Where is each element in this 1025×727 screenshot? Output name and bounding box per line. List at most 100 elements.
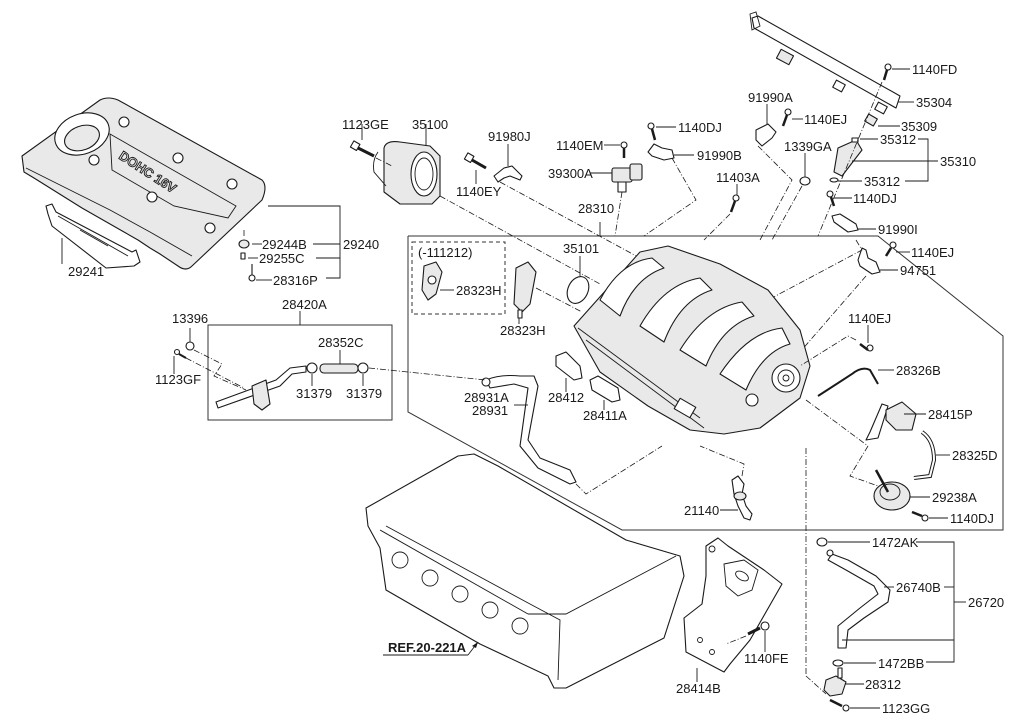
manifold-group-frame bbox=[407, 235, 1004, 531]
label-1140DJ-top: 1140DJ bbox=[678, 120, 722, 135]
bracket-91990I[interactable] bbox=[831, 213, 859, 233]
label-35312-a: 35312 bbox=[880, 132, 916, 147]
label-11403A: 11403A bbox=[716, 170, 760, 185]
label-91990B: 91990B bbox=[697, 148, 742, 163]
bolt-11403A[interactable] bbox=[729, 194, 740, 213]
engine-cover[interactable]: DOHC 16V bbox=[21, 97, 266, 270]
gasket-35101[interactable] bbox=[563, 273, 593, 307]
breather-hose-26740B[interactable] bbox=[826, 549, 891, 649]
label-1140EJ-c: 1140EJ bbox=[848, 311, 891, 326]
tps-sensor-old[interactable] bbox=[421, 261, 443, 301]
label-1140DJ-b: 1140DJ bbox=[950, 511, 994, 526]
nut-13396[interactable] bbox=[185, 341, 195, 351]
label-1123GF: 1123GF bbox=[155, 372, 201, 387]
fuel-injector[interactable] bbox=[829, 137, 863, 183]
label-1472AK: 1472AK bbox=[872, 535, 919, 550]
bolt-1140DJ-b[interactable] bbox=[911, 510, 929, 522]
label-1339GA: 1339GA bbox=[784, 139, 832, 154]
bolt-1140FD[interactable] bbox=[882, 63, 892, 81]
label-29255C: 29255C bbox=[259, 251, 305, 266]
label-28931: 28931 bbox=[472, 403, 508, 418]
throttle-body[interactable] bbox=[373, 141, 441, 205]
label-28352C: 28352C bbox=[318, 335, 364, 350]
map-sensor-39300A[interactable] bbox=[611, 163, 643, 193]
gasket-28411A[interactable] bbox=[589, 375, 621, 403]
bracket-28414B[interactable] bbox=[683, 537, 783, 673]
tps-sensor-new[interactable] bbox=[513, 261, 537, 319]
label-35101: 35101 bbox=[563, 241, 599, 256]
label-28415P: 28415P bbox=[928, 407, 973, 422]
label-28326B: 28326B bbox=[896, 363, 941, 378]
bolt-1140EJ-b[interactable] bbox=[884, 241, 897, 257]
bracket-91980J[interactable] bbox=[493, 165, 523, 183]
label-29240: 29240 bbox=[343, 237, 379, 252]
bolt-1123GG[interactable] bbox=[829, 698, 850, 712]
label-21140: 21140 bbox=[684, 503, 719, 518]
pin-29255C[interactable] bbox=[240, 252, 246, 260]
bolt-1140EJ-c[interactable] bbox=[859, 343, 874, 352]
label-28323H-b: 28323H bbox=[500, 323, 546, 338]
label-28412: 28412 bbox=[548, 390, 584, 405]
label-29244B: 29244B bbox=[262, 237, 307, 252]
bolt-1140EJ-a[interactable] bbox=[781, 108, 792, 127]
label-1140FD: 1140FD bbox=[912, 62, 957, 77]
cover-bracket[interactable] bbox=[45, 203, 141, 269]
gasket-28412[interactable] bbox=[555, 351, 583, 381]
bolt-1140EM[interactable] bbox=[620, 141, 628, 158]
label-35312-b: 35312 bbox=[864, 174, 900, 189]
label-1140DJ-a: 1140DJ bbox=[853, 191, 897, 206]
label-91990I: 91990I bbox=[878, 222, 918, 237]
bolt-1140DJ-top[interactable] bbox=[647, 122, 657, 141]
bracket-94751[interactable] bbox=[857, 247, 881, 275]
label-28411A: 28411A bbox=[583, 408, 627, 423]
label-28316P: 28316P bbox=[273, 273, 318, 288]
label-39300A: 39300A bbox=[548, 166, 593, 181]
hose-28352C[interactable] bbox=[319, 363, 359, 374]
label-28312: 28312 bbox=[865, 677, 901, 692]
bolt-1140DJ-a[interactable] bbox=[826, 190, 836, 207]
intake-manifold[interactable] bbox=[573, 245, 811, 435]
label-1140EJ-b: 1140EJ bbox=[911, 245, 954, 260]
label-28931A: 28931A bbox=[464, 390, 509, 405]
label-31379-b: 31379 bbox=[346, 386, 382, 401]
grommet-29244B[interactable] bbox=[238, 239, 250, 249]
bolt-1123GE[interactable] bbox=[349, 140, 375, 158]
vacuum-actuator-29238A[interactable] bbox=[873, 469, 911, 511]
label-1123GG: 1123GG bbox=[882, 701, 930, 716]
water-pipe-28420A[interactable] bbox=[215, 365, 307, 411]
bolt-1140FE[interactable] bbox=[747, 621, 770, 636]
clamp-1472BB[interactable] bbox=[832, 659, 844, 667]
label-35100: 35100 bbox=[412, 117, 448, 132]
reference-label: REF.20-221A bbox=[388, 640, 467, 655]
label-35310: 35310 bbox=[940, 154, 976, 169]
pcv-valve-21140[interactable] bbox=[731, 475, 753, 521]
label-1140EJ-a: 1140EJ bbox=[804, 112, 847, 127]
label-1140EY: 1140EY bbox=[456, 184, 502, 199]
clip-1339GA[interactable] bbox=[799, 176, 811, 186]
label-35304: 35304 bbox=[916, 95, 952, 110]
label-29238A: 29238A bbox=[932, 490, 977, 505]
label-1140FE: 1140FE bbox=[744, 651, 789, 666]
variant-box bbox=[411, 241, 506, 315]
clamp-31379-a[interactable] bbox=[306, 362, 318, 374]
bracket-91990A[interactable] bbox=[755, 123, 777, 147]
bolt-1123GF[interactable] bbox=[173, 348, 187, 359]
label-1140EM: 1140EM bbox=[556, 138, 603, 153]
label-94751: 94751 bbox=[900, 263, 936, 278]
solenoid-valve-28415P[interactable] bbox=[865, 401, 917, 441]
bolt-28316P[interactable] bbox=[248, 274, 256, 282]
clamp-1472AK[interactable] bbox=[816, 537, 828, 547]
label-1123GE: 1123GE bbox=[342, 117, 389, 132]
fitting-28312[interactable] bbox=[823, 667, 847, 697]
bolt-1140EY[interactable] bbox=[463, 152, 487, 170]
pipe-28326B[interactable] bbox=[817, 367, 879, 397]
label-91980J: 91980J bbox=[488, 129, 531, 144]
label-29241: 29241 bbox=[68, 264, 104, 279]
label-26740B: 26740B bbox=[896, 580, 941, 595]
label-28420A: 28420A bbox=[282, 297, 327, 312]
clamp-31379-b[interactable] bbox=[357, 362, 369, 374]
label-1472BB: 1472BB bbox=[878, 656, 924, 671]
bracket-91990B[interactable] bbox=[647, 143, 675, 161]
